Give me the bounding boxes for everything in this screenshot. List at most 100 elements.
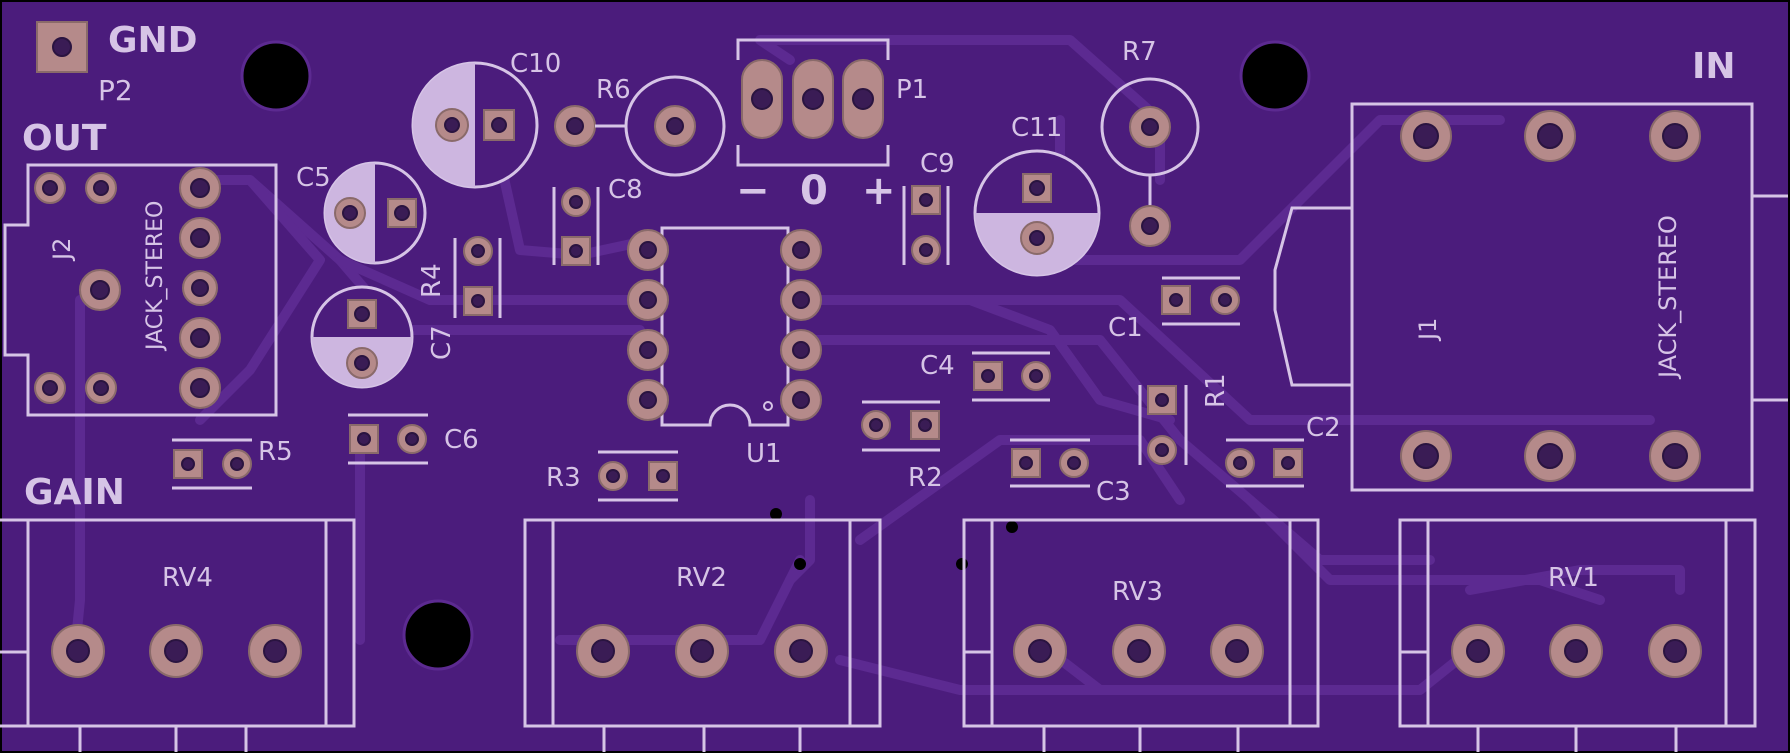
c8-capacitor: C8	[552, 175, 643, 266]
c10-designator: C10	[510, 49, 561, 79]
r1-resistor: R1	[1138, 373, 1231, 465]
drill	[1225, 639, 1249, 663]
mounting-hole	[1239, 40, 1311, 112]
c2-capacitor: C2	[1225, 413, 1341, 488]
drill	[869, 418, 883, 432]
mounting-holes	[240, 40, 1311, 671]
rv4-designator: RV4	[162, 563, 213, 593]
drill	[792, 341, 810, 359]
drill	[190, 178, 210, 198]
drill	[90, 280, 110, 300]
drill	[606, 469, 620, 483]
drill	[666, 117, 684, 135]
drill	[591, 639, 615, 663]
drill	[491, 117, 507, 133]
drill	[639, 291, 657, 309]
drill	[1155, 443, 1169, 457]
r6-designator: R6	[596, 75, 631, 105]
drill	[802, 88, 824, 110]
drill	[792, 241, 810, 259]
out-label: OUT	[22, 118, 107, 159]
rv2-potentiometer: RV2	[523, 518, 882, 752]
drill	[639, 341, 657, 359]
drill	[66, 639, 90, 663]
j1-jack: J1 JACK_STEREO	[1273, 102, 1788, 492]
zero-label: 0	[800, 168, 828, 214]
r5-resistor: R5	[172, 437, 293, 490]
c4-designator: C4	[920, 351, 955, 381]
drill	[342, 205, 358, 221]
drill	[918, 418, 932, 432]
r7-designator: R7	[1122, 37, 1157, 67]
c3-designator: C3	[1096, 477, 1131, 507]
drill	[569, 244, 583, 258]
drill	[1564, 639, 1588, 663]
j2-designator: J2	[48, 238, 76, 262]
r6-outline	[624, 75, 726, 177]
drill	[230, 457, 244, 471]
drill	[852, 88, 874, 110]
drill	[181, 457, 195, 471]
via	[770, 508, 782, 520]
plus-label: +	[862, 168, 896, 214]
c9-capacitor: C9	[902, 149, 955, 265]
drill	[751, 88, 773, 110]
drill	[919, 243, 933, 257]
drill	[789, 639, 813, 663]
gnd-label: GND	[108, 20, 198, 61]
drill	[566, 117, 584, 135]
drill	[1141, 217, 1159, 235]
drill	[405, 432, 419, 446]
r4-designator: R4	[417, 263, 447, 298]
drill	[1028, 639, 1052, 663]
drill	[471, 294, 485, 308]
r4-resistor: R4	[417, 236, 502, 318]
p1-connector: P1 − 0 +	[736, 38, 928, 214]
drill	[1537, 443, 1563, 469]
rv3-designator: RV3	[1112, 577, 1163, 607]
pin1-marker	[763, 401, 773, 411]
drill	[394, 205, 410, 221]
j1-designator: J1	[1414, 318, 1442, 342]
c3-capacitor: C3	[1010, 438, 1131, 507]
j1-jack-stereo-label: JACK_STEREO	[1654, 215, 1682, 380]
rv1-designator: RV1	[1548, 563, 1599, 593]
drill	[263, 639, 287, 663]
drill	[1067, 456, 1081, 470]
drill	[569, 195, 583, 209]
r3-resistor: R3	[546, 450, 678, 502]
drill	[93, 180, 109, 196]
drill	[191, 279, 209, 297]
c8-designator: C8	[608, 175, 643, 205]
mounting-hole	[240, 40, 312, 112]
drill	[792, 391, 810, 409]
rv2-designator: RV2	[676, 563, 727, 593]
drill	[1218, 293, 1232, 307]
c6-capacitor: C6	[348, 413, 479, 465]
c5-designator: C5	[296, 163, 331, 193]
pad	[973, 361, 1003, 391]
c2-designator: C2	[1306, 413, 1341, 443]
drill	[444, 117, 460, 133]
drill	[190, 328, 210, 348]
drill	[93, 380, 109, 396]
drill	[1413, 123, 1439, 149]
drill	[1233, 456, 1247, 470]
drill	[1466, 639, 1490, 663]
drill	[919, 193, 933, 207]
u1-ic: U1	[627, 226, 822, 469]
drill	[1019, 456, 1033, 470]
rv1-potentiometer: RV1	[1398, 518, 1757, 752]
c5-capacitor: C5	[296, 161, 427, 265]
c11-designator: C11	[1011, 113, 1062, 143]
drill	[190, 378, 210, 398]
drill	[1413, 443, 1439, 469]
r6-resistor: R6	[554, 75, 726, 177]
drill	[792, 291, 810, 309]
drill	[42, 380, 58, 396]
c11-capacitor: C11	[973, 113, 1101, 277]
c6-designator: C6	[444, 425, 479, 455]
drill	[1537, 123, 1563, 149]
